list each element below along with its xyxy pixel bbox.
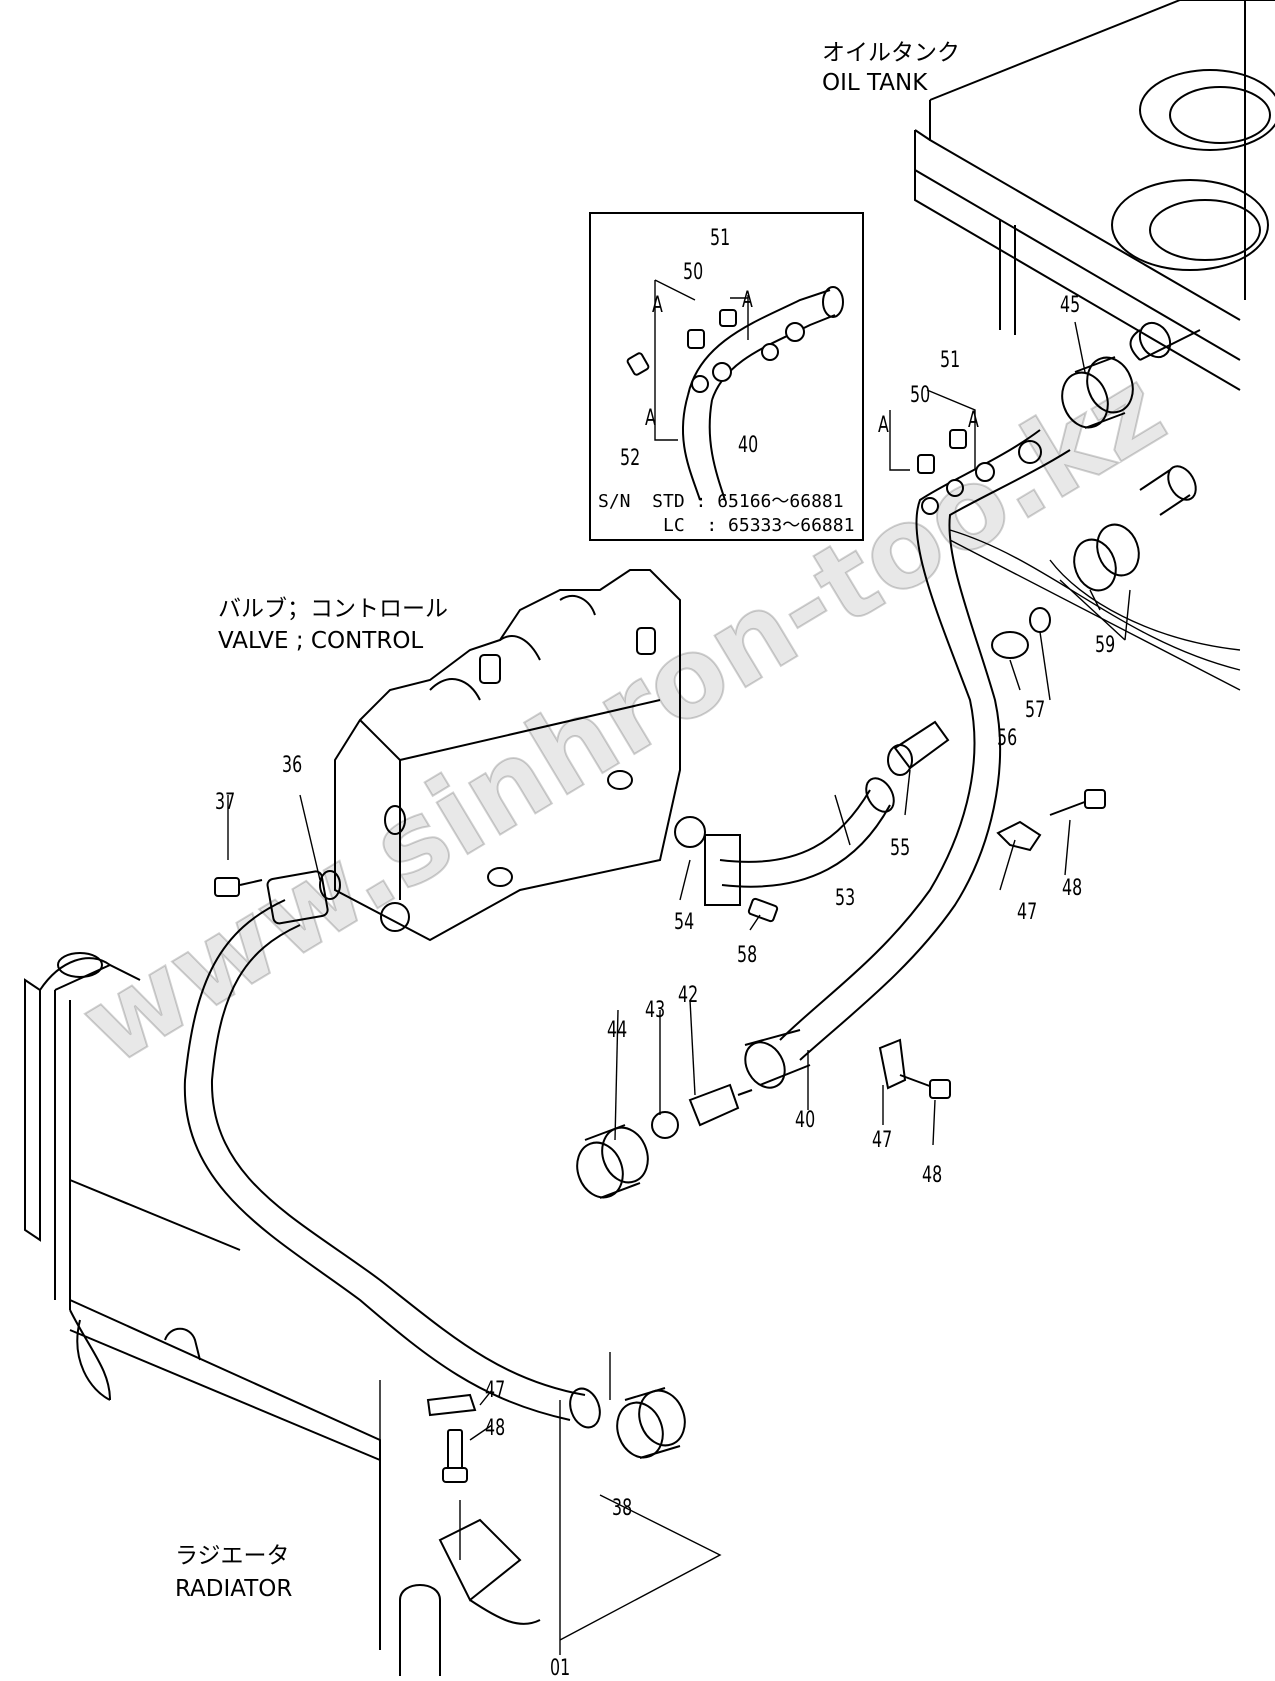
radiator-label-en: RADIATOR [175,1576,293,1602]
part-38: 38 [612,1496,633,1521]
part-47c: 47 [485,1378,506,1403]
radiator-label-jp: ラジエータ [175,1543,290,1569]
control-valve-drawing [334,569,681,942]
pipe-40-drawing [744,429,1071,1089]
part-56: 56 [997,726,1018,751]
inset-part-50: 50 [683,260,704,285]
part-55: 55 [890,836,911,861]
part-57: 57 [1025,698,1046,723]
part-01: 01 [550,1656,571,1681]
inset-sn-line2: LC : 65333～66881 [598,515,855,536]
part-48c: 48 [485,1416,506,1441]
inset-pipe [626,279,844,501]
oil-tank-label-en: OIL TANK [822,70,928,96]
part-50: 50 [910,383,931,408]
part-59: 59 [1095,633,1116,658]
hose-53-drawing [674,720,950,923]
part-53: 53 [835,886,856,911]
valve-label-en: VALVE ; CONTROL [218,628,424,654]
oil-tank-label-jp: オイルタンク [822,40,960,66]
part-37: 37 [215,790,236,815]
hose-clamps-upper [991,356,1197,659]
part-36: 36 [282,753,303,778]
part-54: 54 [674,910,695,935]
part-47a: 47 [1017,900,1038,925]
inset-part-51: 51 [710,226,731,251]
part-44: 44 [607,1018,628,1043]
part-47b: 47 [872,1128,893,1153]
clips-and-bolts [426,789,1106,1483]
letter-a1: A [878,413,889,438]
inset-letter-a2: A [742,288,753,313]
part-42: 42 [678,983,699,1008]
clamp-44-group [576,1083,753,1199]
oil-tank-drawing [914,0,1275,691]
pipe-01-drawing [183,870,686,1459]
inset-part-40: 40 [738,433,759,458]
part-40: 40 [795,1108,816,1133]
inset-letter-a1: A [652,293,663,318]
part-45: 45 [1060,293,1081,318]
part-48b: 48 [922,1163,943,1188]
radiator-drawing [24,952,722,1676]
valve-label-jp: バルブ；コントロール [218,596,448,622]
part-58: 58 [737,943,758,968]
part-48a: 48 [1062,876,1083,901]
inset-box [589,212,864,541]
inset-letter-a3: A [645,406,656,431]
letter-a2: A [968,408,979,433]
part-43: 43 [645,998,666,1023]
leader-lines [227,321,1101,1655]
part-51: 51 [940,348,961,373]
inset-sn-line1: S/N STD : 65166～66881 [598,491,844,512]
inset-part-52: 52 [620,446,641,471]
